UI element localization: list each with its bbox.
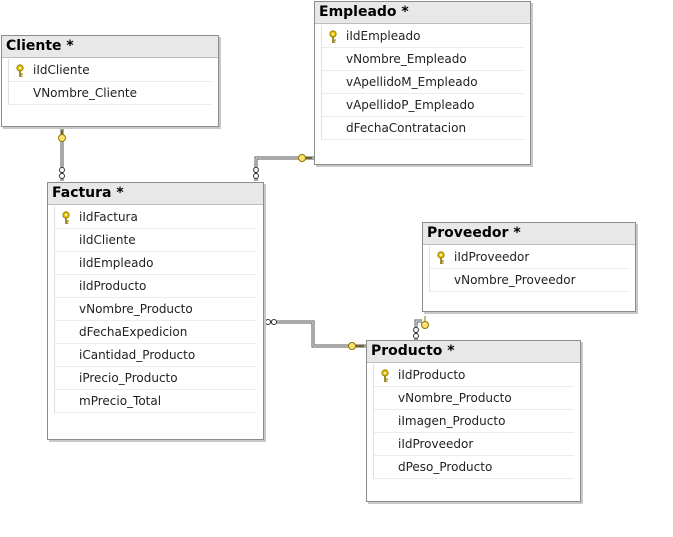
column-name: iIdFactura — [79, 210, 138, 224]
table-title: Proveedor * — [423, 223, 635, 245]
column-list: iIdEmpleado vNombre_Empleado vApellidoM_Em… — [321, 25, 524, 140]
column-row[interactable]: iIdProveedor — [374, 433, 574, 456]
column-row[interactable]: iIdFactura — [55, 206, 257, 229]
column-name: iIdEmpleado — [79, 256, 154, 270]
column-name: iIdProducto — [79, 279, 147, 293]
column-name: vApellidoP_Empleado — [346, 98, 475, 112]
column-list: iIdFactura iIdCliente iIdEmpleado iIdProduc… — [54, 206, 257, 413]
column-row[interactable]: iIdProducto — [55, 275, 257, 298]
table-title: Cliente * — [2, 36, 218, 58]
infinity-icon — [253, 167, 259, 179]
column-name: dFechaContratacion — [346, 121, 467, 135]
column-row[interactable]: vNombre_Proveedor — [430, 269, 629, 292]
column-row[interactable]: mPrecio_Total — [55, 390, 257, 413]
column-row[interactable]: iIdCliente — [55, 229, 257, 252]
infinity-icon — [413, 327, 419, 339]
column-name: iIdProveedor — [454, 250, 530, 264]
column-name: VNombre_Cliente — [33, 86, 138, 100]
column-name: vNombre_Proveedor — [454, 273, 576, 287]
column-name: vApellidoM_Empleado — [346, 75, 478, 89]
column-row[interactable]: dPeso_Producto — [374, 456, 574, 479]
column-name: iIdProveedor — [398, 437, 474, 451]
column-name: vNombre_Empleado — [346, 52, 467, 66]
table-title: Factura * — [48, 183, 263, 205]
column-name: iCantidad_Producto — [79, 348, 196, 362]
table-title: Producto * — [367, 341, 580, 363]
column-row[interactable]: iImagen_Producto — [374, 410, 574, 433]
key-icon — [328, 29, 338, 43]
relationship-factura-producto[interactable] — [263, 320, 366, 348]
column-list: iIdProveedor vNombre_Proveedor — [429, 246, 629, 292]
table-factura[interactable]: Factura * iIdFactura iIdCliente iIdEmplead… — [47, 182, 264, 440]
column-name: iIdCliente — [79, 233, 136, 247]
key-icon — [380, 368, 390, 382]
column-list: iIdProducto vNombre_Producto iImagen_Produ… — [373, 364, 574, 479]
column-row[interactable]: VNombre_Cliente — [9, 82, 212, 105]
relationship-factura-empleado[interactable] — [254, 156, 314, 181]
table-empleado[interactable]: Empleado * iIdEmpleado vNombre_Empleado vA… — [314, 1, 531, 165]
key-icon — [421, 316, 429, 329]
column-row[interactable]: iIdCliente — [9, 59, 212, 82]
column-row[interactable]: dFechaExpedicion — [55, 321, 257, 344]
column-row[interactable]: iIdEmpleado — [55, 252, 257, 275]
column-name: iImagen_Producto — [398, 414, 506, 428]
key-icon — [348, 342, 364, 350]
column-row[interactable]: iIdEmpleado — [322, 25, 524, 48]
infinity-icon — [265, 319, 277, 325]
column-name: vNombre_Producto — [398, 391, 512, 405]
column-name: iIdCliente — [33, 63, 90, 77]
infinity-icon — [59, 167, 65, 179]
key-icon — [58, 130, 66, 142]
column-name: iPrecio_Producto — [79, 371, 178, 385]
column-row[interactable]: iPrecio_Producto — [55, 367, 257, 390]
column-row[interactable]: vApellidoP_Empleado — [322, 94, 524, 117]
column-row[interactable]: dFechaContratacion — [322, 117, 524, 140]
key-icon — [61, 210, 71, 224]
column-name: dPeso_Producto — [398, 460, 493, 474]
column-name: mPrecio_Total — [79, 394, 162, 408]
column-row[interactable]: iCantidad_Producto — [55, 344, 257, 367]
column-row[interactable]: vNombre_Producto — [55, 298, 257, 321]
table-title: Empleado * — [315, 2, 530, 24]
column-row[interactable]: iIdProveedor — [430, 246, 629, 269]
table-proveedor[interactable]: Proveedor * iIdProveedor vNombre_Proveedo… — [422, 222, 636, 312]
column-name: vNombre_Producto — [79, 302, 193, 316]
column-name: iIdEmpleado — [346, 29, 421, 43]
key-icon — [15, 63, 25, 77]
column-row[interactable]: vNombre_Producto — [374, 387, 574, 410]
column-row[interactable]: iIdProducto — [374, 364, 574, 387]
column-row[interactable]: vNombre_Empleado — [322, 48, 524, 71]
column-name: iIdProducto — [398, 368, 466, 382]
key-icon — [436, 250, 446, 264]
key-icon — [298, 154, 312, 162]
column-name: dFechaExpedicion — [79, 325, 188, 339]
column-row[interactable]: vApellidoM_Empleado — [322, 71, 524, 94]
